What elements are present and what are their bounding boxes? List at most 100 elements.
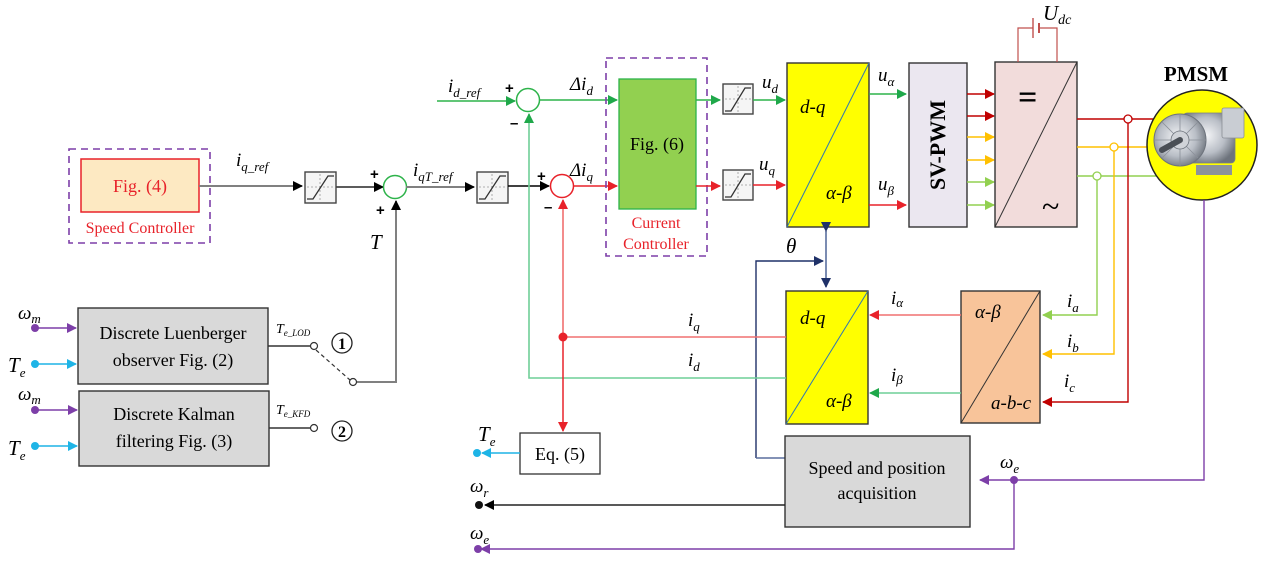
saturation-block-d: [722, 83, 754, 115]
saturation-block-2: [476, 171, 509, 204]
luenberger-line1: Discrete Luenberger: [99, 323, 246, 343]
current-controller-dashed-frame: [605, 57, 708, 257]
selector-switch-arm[interactable]: [315, 349, 351, 381]
inverse-park-block[interactable]: d-q α-β: [786, 62, 870, 228]
sum1-plus-top: +: [370, 166, 379, 183]
ubeta-label: uβ: [878, 174, 895, 198]
we-output-terminal[interactable]: [474, 545, 482, 553]
te-input-terminal-1: [31, 360, 39, 368]
pwm-gate-signals: [967, 89, 995, 210]
saturation-block-1: [304, 171, 337, 204]
luenberger-line2: observer Fig. (2): [113, 350, 233, 371]
te-lod-label: Te_LOD: [276, 322, 311, 338]
current-controller-group: Fig. (6) Current Controller: [605, 57, 708, 257]
inverter-dc-symbol: =: [1018, 79, 1037, 116]
phase-lines: [1042, 114, 1160, 407]
pmsm-label: PMSM: [1164, 62, 1228, 86]
udc-label: Udc: [1043, 1, 1072, 28]
current-controller-caption-2: Controller: [623, 236, 689, 253]
id-ref-label: id_ref: [448, 76, 483, 100]
current-controller-block[interactable]: [618, 78, 697, 210]
tap-node-a: [1092, 171, 1102, 181]
torque-T-label: T: [370, 230, 383, 254]
ic-label: ic: [1064, 371, 1075, 395]
te-label-1: Te: [8, 353, 26, 380]
kalman-filter-block[interactable]: Discrete Kalman filtering Fig. (3): [78, 390, 270, 467]
eq5-block[interactable]: Eq. (5): [519, 432, 601, 475]
ib-label: ib: [1067, 331, 1079, 355]
switch-position-1-label: 1: [338, 336, 346, 353]
wm-label-1: ωm: [18, 303, 41, 326]
wm-input-terminal-2: [31, 406, 39, 414]
speed-position-line2: acquisition: [838, 483, 917, 503]
park-block[interactable]: d-q α-β: [785, 290, 869, 425]
clarke-block[interactable]: α-β a-b-c: [960, 290, 1041, 424]
luenberger-observer-block[interactable]: Discrete Luenberger observer Fig. (2): [77, 307, 269, 385]
tap-node-c: [1123, 114, 1133, 124]
current-controller-caption-1: Current: [632, 215, 681, 232]
inverter-block[interactable]: = ~: [994, 61, 1078, 228]
dc-link-source: [1017, 18, 1058, 62]
park-bottom-label: α-β: [826, 391, 852, 412]
iq-label: iq: [688, 310, 700, 334]
ibeta-label: iβ: [891, 365, 903, 387]
uq-label: uq: [759, 154, 776, 178]
ia-label: ia: [1067, 291, 1079, 315]
eq5-label: Eq. (5): [535, 444, 585, 465]
switch-position-1-badge[interactable]: 1: [331, 332, 353, 354]
motor-shaft-icon: [1159, 137, 1183, 153]
current-controller-fig-ref: Fig. (6): [630, 134, 684, 155]
sum-iq-plus: +: [537, 168, 546, 185]
speed-position-acquisition-block[interactable]: Speed and position acquisition: [784, 435, 971, 528]
wm-label-2: ωm: [18, 384, 41, 407]
id-label: id: [688, 350, 700, 374]
sum-id-minus: –: [510, 115, 518, 132]
te-output-terminal[interactable]: [473, 449, 481, 457]
speed-controller-dashed-frame: [68, 148, 211, 244]
ud-label: ud: [762, 72, 779, 96]
delta-iq-label: Δiq: [569, 160, 593, 184]
switch-contact-2[interactable]: [309, 423, 319, 433]
switch-position-2-label: 2: [338, 424, 346, 441]
pmsm-motor[interactable]: [1146, 89, 1258, 201]
switch-position-2-badge[interactable]: 2: [331, 420, 353, 442]
sum-id-plus: +: [505, 80, 514, 97]
sum-junction-id: [515, 87, 541, 113]
luenberger-inputs: [31, 323, 77, 369]
ib-feedback-line: [1042, 147, 1115, 359]
inverse-park-bottom-label: α-β: [826, 183, 852, 204]
te-input-terminal-2: [31, 442, 39, 450]
torque-feedback-line: [356, 200, 401, 383]
speed-controller-fig-ref: Fig. (4): [113, 176, 167, 197]
sum1-plus-bottom: +: [376, 202, 385, 219]
speed-position-line1: Speed and position: [809, 458, 946, 478]
we-feedback-line: [979, 200, 1205, 485]
te-output-label: Te: [478, 422, 496, 449]
we-label-right: ωe: [1000, 452, 1019, 476]
speed-controller-block[interactable]: [80, 158, 200, 213]
clarke-top-label: α-β: [975, 302, 1001, 323]
ic-feedback-line: [1042, 119, 1129, 407]
id-feedback-line: [524, 113, 786, 379]
clarke-bottom-label: a-b-c: [991, 393, 1032, 414]
theta-line: [755, 256, 824, 458]
motor-terminal-box-icon: [1221, 107, 1245, 139]
we-label-left: ωe: [470, 523, 489, 547]
ia-feedback-line: [1042, 176, 1098, 320]
wr-output-terminal[interactable]: [475, 501, 483, 509]
iqT-ref-label: iqT_ref: [413, 160, 455, 184]
switch-contact-1[interactable]: [309, 341, 319, 351]
sum-junction-iq: [549, 173, 575, 199]
saturation-block-q: [722, 169, 754, 201]
iq-ref-label: iq_ref: [236, 150, 271, 174]
wr-label: ωr: [470, 476, 489, 500]
delta-id-label: Δid: [569, 74, 593, 98]
park-top-label: d-q: [800, 308, 826, 329]
speed-controller-caption: Speed Controller: [86, 220, 196, 237]
tap-node-b: [1109, 142, 1119, 152]
svpwm-block[interactable]: SV-PWM: [908, 62, 968, 228]
inverse-park-top-label: d-q: [800, 97, 826, 118]
motor-base-icon: [1196, 165, 1232, 175]
sum-junction-torque: [382, 174, 408, 200]
